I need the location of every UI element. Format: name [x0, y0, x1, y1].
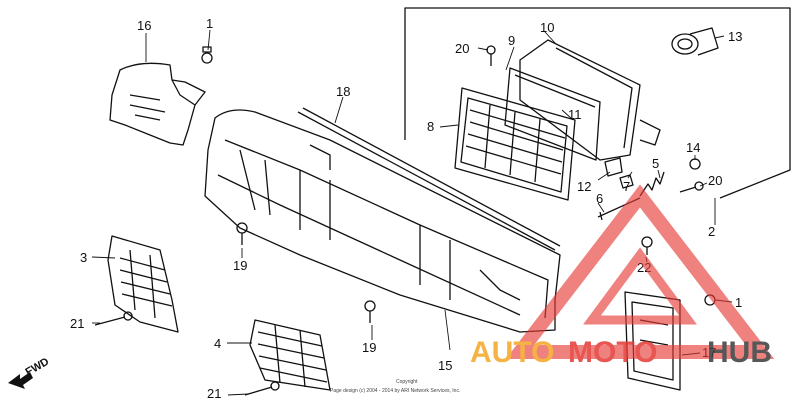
watermark: AUTO MOTO HUB — [470, 184, 775, 369]
screw-20-right — [679, 181, 704, 193]
seal-strip-18 — [297, 107, 561, 251]
part-label-5: 5 — [652, 156, 659, 171]
grille-3 — [107, 235, 179, 333]
part-label-16: 16 — [137, 18, 151, 33]
screw-21-b — [244, 381, 280, 396]
bracket-12 — [604, 157, 623, 177]
grille-4 — [249, 319, 331, 391]
mounting-frame-9 — [504, 67, 601, 161]
watermark-text-moto: MOTO — [568, 336, 657, 369]
spring-5 — [639, 171, 665, 197]
screw-20-top — [486, 45, 496, 66]
nut-14 — [689, 158, 701, 170]
part-label-11: 11 — [568, 107, 582, 122]
part-label-21-b: 21 — [207, 386, 221, 401]
part-label-12: 12 — [577, 179, 591, 194]
part-label-15: 15 — [438, 358, 452, 373]
fwd-label: FWD — [24, 356, 52, 379]
headlight-8 — [454, 87, 576, 201]
socket-13 — [671, 27, 719, 56]
part-label-10: 10 — [540, 20, 554, 35]
part-label-13: 13 — [728, 29, 742, 44]
assembly-bracket — [404, 7, 791, 199]
watermark-text-hub: HUB — [707, 336, 772, 369]
part-label-6: 6 — [596, 191, 603, 206]
watermark-triangle-icon — [505, 184, 775, 359]
housing-frame-15 — [204, 109, 561, 333]
part-label-20-right: 20 — [708, 173, 722, 188]
part-label-19-a: 19 — [233, 258, 247, 273]
part-label-18: 18 — [336, 84, 350, 99]
screw-19-a — [236, 222, 248, 245]
screw-1-top — [201, 46, 213, 64]
part-label-21-a: 21 — [70, 316, 84, 331]
part-label-14: 14 — [686, 140, 700, 155]
part-label-3: 3 — [80, 250, 87, 265]
copyright-line1: Copyright — [396, 379, 418, 385]
side-cover-16 — [109, 62, 206, 146]
part-label-4: 4 — [214, 336, 221, 351]
rear-housing-10 — [519, 39, 661, 161]
part-label-2: 2 — [708, 224, 715, 239]
nut-7 — [619, 174, 634, 189]
watermark-text-auto: AUTO — [470, 336, 554, 369]
fwd-arrow: FWD — [8, 356, 51, 389]
screw-19-b — [364, 300, 376, 323]
part-label-20-top: 20 — [455, 41, 469, 56]
copyright-line2: Page design (c) 2004 - 2014 by ARI Netwo… — [330, 388, 460, 394]
part-label-1-right: 1 — [735, 295, 742, 310]
screw-21-a — [94, 311, 133, 326]
part-label-7: 7 — [623, 179, 630, 194]
part-label-1-top: 1 — [206, 16, 213, 31]
part-label-8: 8 — [427, 119, 434, 134]
part-label-19-b: 19 — [362, 340, 376, 355]
screw-22 — [641, 236, 653, 255]
part-label-9: 9 — [508, 33, 515, 48]
